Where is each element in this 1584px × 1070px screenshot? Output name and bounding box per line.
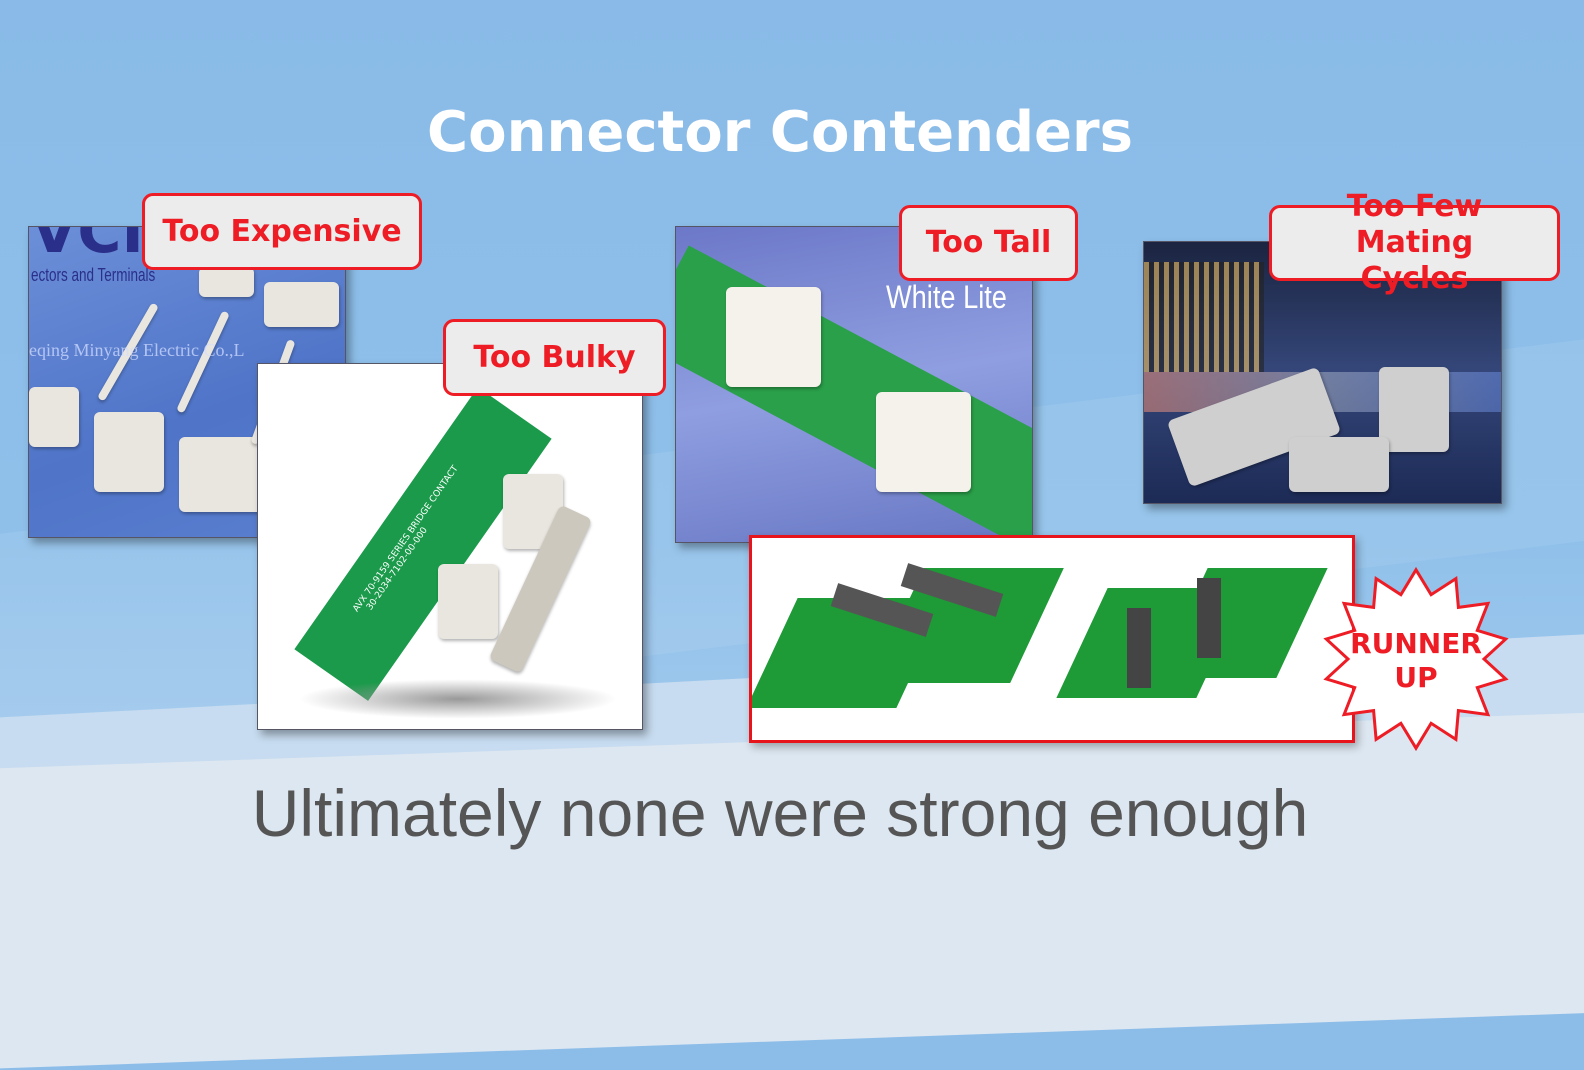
- too-bulky-label: Too Bulky: [443, 319, 666, 396]
- too-expensive-label: Too Expensive: [142, 193, 422, 270]
- badge-line-1: RUNNER: [1350, 627, 1482, 660]
- background-stripe: [0, 710, 1584, 1070]
- starburst-icon: [1323, 566, 1509, 752]
- bulky-connector-photo: AVX 70-9159 SERIES BRIDGE CONTACT 30-203…: [257, 363, 643, 730]
- slide-title: Connector Contenders: [427, 100, 1133, 165]
- too-tall-label: Too Tall: [899, 205, 1078, 281]
- runner-up-badge: RUNNER UP: [1318, 565, 1514, 753]
- runner-up-connector-photo: [749, 535, 1355, 743]
- photo-caption: ectors and Terminals: [31, 265, 156, 285]
- too-few-mating-cycles-label: Too Few Mating Cycles: [1269, 189, 1560, 296]
- photo-caption: White Lite: [886, 279, 1007, 315]
- mating-cycles-connector-photo: [1143, 241, 1502, 504]
- badge-line-2: UP: [1394, 661, 1438, 694]
- photo-watermark: eqing Minyang Electric Co.,L: [29, 340, 245, 360]
- slide-footer: Ultimately none were strong enough: [251, 776, 1309, 850]
